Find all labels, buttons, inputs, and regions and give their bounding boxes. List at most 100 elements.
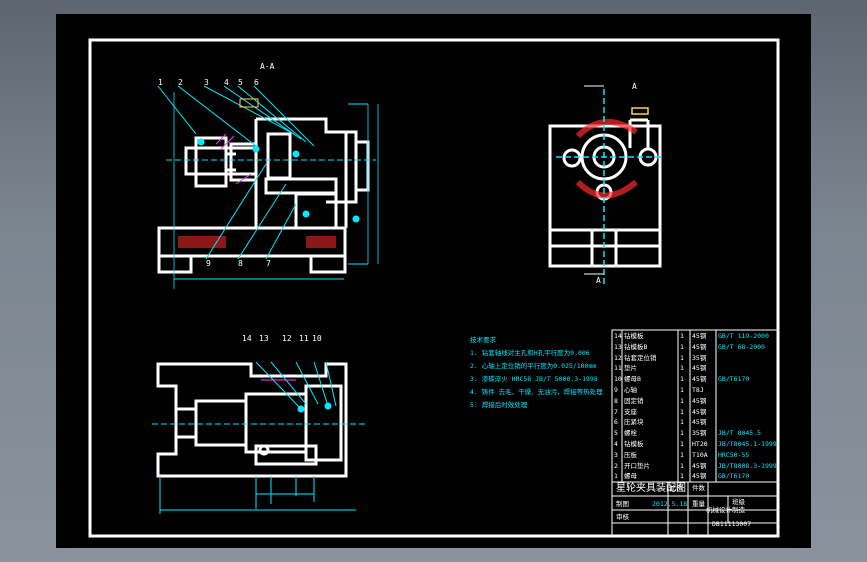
bom-cell: GB/T6170 [718, 472, 750, 481]
balloon-14: 14 [242, 334, 252, 343]
bom-cell: HRC50-55 [718, 450, 750, 459]
bom-cell: 垫片 [624, 364, 637, 373]
balloon-12: 12 [282, 334, 292, 343]
bom-cell: 1 [680, 429, 684, 438]
bom-cell: 45钢 [692, 418, 707, 427]
bom-cell: GB/T 68-2000 [718, 342, 765, 351]
weight-header: 重量 [692, 500, 705, 508]
balloon-2: 2 [178, 78, 183, 87]
bom-cell: 45钢 [692, 461, 707, 470]
section-view-aa-hatch [215, 98, 259, 185]
bom-cell: 1 [680, 375, 684, 384]
bom-cell: 1 [680, 440, 684, 448]
bom-cell: 11 [614, 364, 622, 373]
side-view-details [556, 85, 664, 284]
bom-cell: GB/T6170 [718, 375, 750, 384]
bom-cell: 3 [614, 450, 618, 459]
tech-req-line: 2. 心轴上定位销的平行度为0.025/100mm [470, 362, 597, 370]
bom-cell: 6 [614, 418, 618, 427]
bom-cell: 钻套定位销 [624, 353, 657, 362]
bom-cell: 5 [614, 429, 618, 438]
tech-req-line: 1. 钻套轴线对主孔和H孔平行度为0.006 [470, 349, 590, 357]
bom-cell: 压紧块 [624, 418, 644, 427]
tech-req-line: 3. 渗碳淬火 HRC58 JB/T 5000.3-1998 [470, 375, 598, 383]
bom-cell: 钻模板 [624, 332, 644, 340]
bom-cell: 螺母 [624, 472, 637, 481]
section-label: A-A [260, 62, 275, 71]
bom-cell: 螺栓 [624, 429, 637, 438]
bom-cell: 45钢 [692, 407, 707, 416]
section-view-aa [157, 117, 370, 274]
bom-cell: 1 [680, 461, 684, 470]
bom-cell: 10 [614, 375, 622, 384]
bom-cell: 压板 [624, 450, 637, 459]
bom-cell: 开口垫片 [624, 461, 650, 470]
technical-requirements: 技术要求 1. 钻套轴线对主孔和H孔平行度为0.006 2. 心轴上定位销的平行… [470, 334, 603, 412]
bom-cell: 12 [614, 353, 622, 362]
bom-cell: T10A [692, 450, 708, 459]
balloon-11: 11 [299, 334, 309, 343]
checker-label: 审核 [616, 513, 629, 521]
balloon-10: 10 [312, 334, 322, 343]
drawing-date: 2012.5.18 [652, 500, 688, 508]
bom-cell: JB/T8008.3-1999 [718, 461, 777, 470]
section-mark-bottom: A [596, 276, 601, 285]
bom-cell: 1 [614, 472, 618, 481]
balloon-8: 8 [238, 259, 243, 268]
bom-cell: 35钢 [692, 429, 707, 438]
bom-cell: GB/T 119-2000 [718, 332, 769, 340]
bom-cell: 45钢 [692, 342, 707, 351]
designer-label: 制图 [616, 500, 629, 508]
balloon-7: 7 [266, 259, 271, 268]
bom-cell: 4 [614, 440, 618, 448]
bom-cell: 1 [680, 332, 684, 340]
bom-cell: 1 [680, 386, 684, 394]
bom-cell: 1 [680, 342, 684, 351]
bom-cell: 2 [614, 461, 618, 470]
bom-cell: 1 [680, 353, 684, 362]
bom-table-lines [611, 329, 779, 537]
drawing-title: 星轮夹具装配图 [616, 483, 686, 494]
balloon-1: 1 [158, 78, 163, 87]
balloon-9: 9 [206, 259, 211, 268]
tech-req-title: 技术要求 [470, 336, 496, 344]
bom-cell: 35钢 [692, 353, 707, 362]
outer-frame [88, 38, 780, 538]
bom-cell: 7 [614, 407, 618, 416]
section-view-aa-details [157, 85, 379, 289]
section-mark-top: A [632, 82, 637, 91]
tech-req-line: 5. 焊接后时效处理 [470, 401, 528, 409]
bom-cell: 1 [680, 364, 684, 373]
bom-cell: JB/T8045.1-1999 [718, 440, 777, 448]
bom-cell: JB/T 8045.5 [718, 429, 762, 438]
bom-cell: 钻模板 [624, 440, 644, 448]
bom-cell: 45钢 [692, 332, 707, 340]
bom-cell: 45钢 [692, 364, 707, 373]
balloon-3: 3 [204, 78, 209, 87]
balloon-6: 6 [254, 78, 259, 87]
bom-cell: 14 [614, 332, 622, 340]
bom-cell: 45钢 [692, 375, 707, 384]
bom-cell: 钻模板B [624, 342, 648, 351]
bom-cell: 13 [614, 342, 622, 351]
cad-viewport[interactable]: A-A A A 1 2 3 4 5 6 9 8 7 14 13 12 11 10… [56, 14, 811, 548]
balloon-13: 13 [259, 334, 269, 343]
balloon-5: 5 [238, 78, 243, 87]
bom-cell: 1 [680, 418, 684, 427]
bom-cell: 1 [680, 472, 684, 481]
scale-header: 比例 [670, 484, 683, 492]
bom-cell: 9 [614, 386, 618, 394]
class-label: 班级 [732, 498, 745, 506]
qty-header: 件数 [692, 484, 705, 492]
plan-view-details [152, 361, 366, 514]
bom-cell: HT20 [692, 440, 708, 448]
drawing-sheet [88, 38, 780, 538]
bom-cell: 8 [614, 396, 618, 405]
bom-cell: 1 [680, 396, 684, 405]
bom-cell: 支座 [624, 407, 637, 416]
bom-cell: 45钢 [692, 396, 707, 405]
bom-cell: 心轴 [624, 386, 637, 394]
tech-req-line: 4. 铸件 去毛、干燥、无油污，焊接等热处理 [470, 388, 603, 396]
balloon-4: 4 [224, 78, 229, 87]
bom-cell: 45钢 [692, 472, 707, 481]
